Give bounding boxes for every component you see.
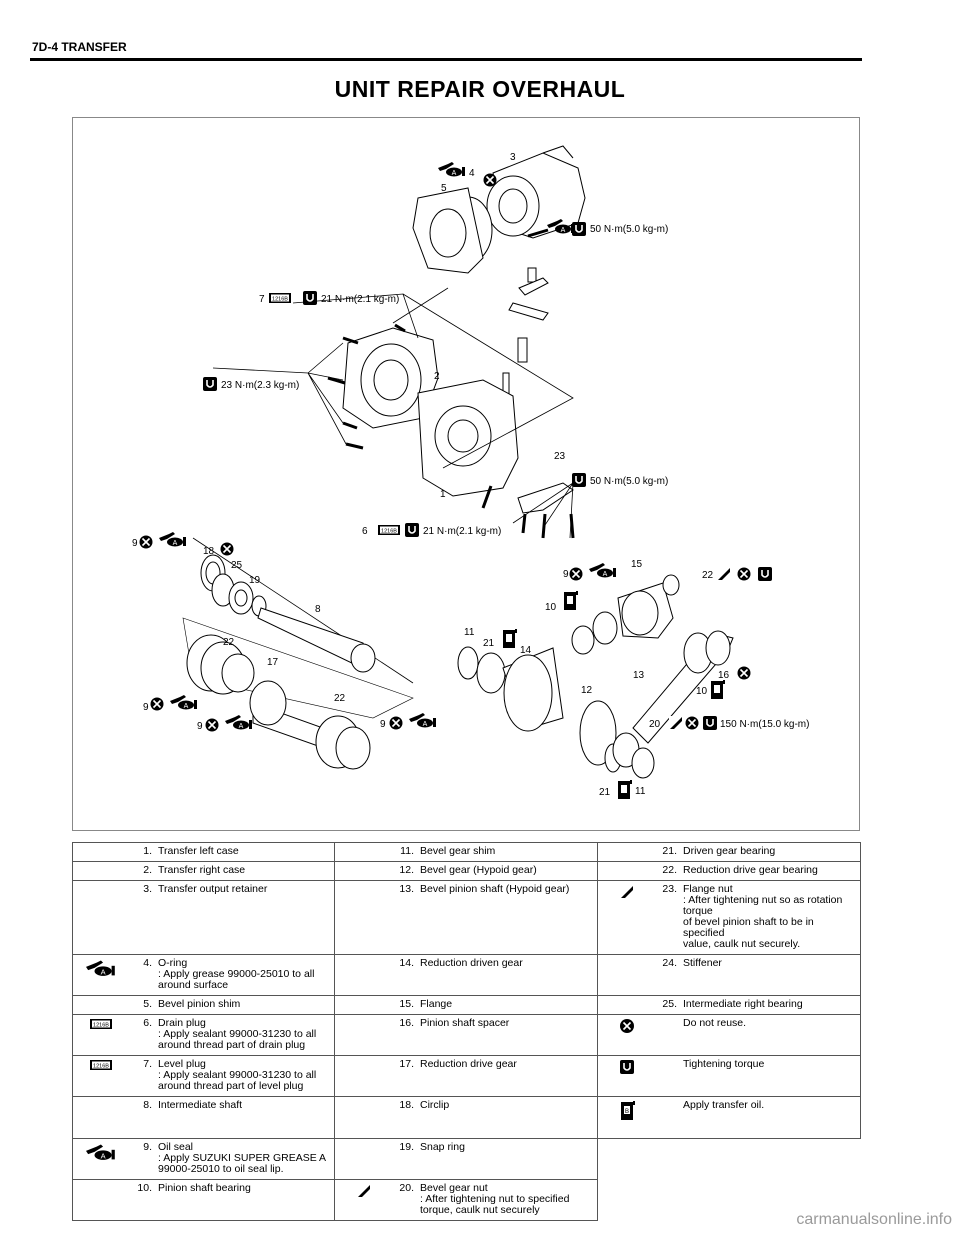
torque-drain-plug: 21 N·m(2.1 kg-m): [423, 526, 501, 537]
callout-10-a: 10: [545, 602, 557, 613]
table-row: 5.Bevel pinion shim 15.Flange 25.Interme…: [72, 995, 861, 1015]
parts-legend-table: 1.Transfer left case 11.Bevel gear shim …: [72, 842, 861, 1221]
sealant-tube-icon: 1216B: [76, 1059, 128, 1071]
svg-text:B: B: [625, 1109, 629, 1115]
callout-10-b: 10: [696, 686, 708, 697]
svg-text:1216B: 1216B: [93, 1064, 109, 1070]
torque-case-bolts: 23 N·m(2.3 kg-m): [221, 380, 299, 391]
callout-15: 15: [631, 559, 643, 570]
sealant-tube-icon: 1216B: [76, 1018, 128, 1030]
callout-1: 1: [440, 489, 446, 500]
callout-7: 7: [259, 294, 265, 305]
page-title: UNIT REPAIR OVERHAUL: [334, 76, 626, 102]
table-row: 2.Transfer right case 12.Bevel gear (Hyp…: [72, 861, 861, 881]
callout-9-d: 9: [380, 719, 386, 730]
callout-25: 25: [231, 560, 243, 571]
callout-22-a: 22: [223, 637, 235, 648]
torque-bevel-gear-nut: 150 N·m(15.0 kg-m): [720, 719, 809, 730]
callout-20: 20: [649, 719, 661, 730]
callout-4: 4: [469, 168, 475, 179]
caulk-icon: [338, 1183, 390, 1199]
svg-text:A: A: [101, 1151, 106, 1160]
callout-12: 12: [581, 685, 593, 696]
caulk-icon: [601, 884, 653, 900]
svg-text:A: A: [101, 967, 106, 976]
torque-wrench-icon: [601, 1059, 653, 1075]
callout-23: 22: [702, 570, 714, 581]
callout-8: 8: [315, 604, 321, 615]
callout-9-c: 9: [197, 721, 203, 732]
callout-11-a: 11: [464, 627, 475, 638]
callout-6: 6: [362, 526, 368, 537]
svg-text:1216B: 1216B: [93, 1023, 109, 1029]
callout-24: 23: [554, 451, 566, 462]
transfer-case-part: [342, 327, 519, 497]
exploded-view-figure: A 1216B: [72, 117, 860, 831]
callout-19: 19: [249, 575, 261, 586]
callout-9-e: 9: [563, 569, 569, 580]
table-row: 3.Transfer output retainer 13.Bevel pini…: [72, 880, 861, 955]
callout-13: 13: [633, 670, 645, 681]
grease-gun-icon: A: [76, 958, 128, 980]
callout-16: 16: [718, 670, 730, 681]
oil-can-icon: B: [601, 1100, 653, 1122]
page-header: 7D-4 TRANSFER: [32, 40, 127, 54]
torque-level-plug: 21 N·m(2.1 kg-m): [321, 294, 399, 305]
callout-21-b: 21: [599, 787, 611, 798]
do-not-reuse-icon: [601, 1018, 653, 1034]
callout-17: 17: [267, 657, 279, 668]
header-rule: [30, 58, 862, 61]
callout-11-b: 11: [635, 786, 646, 797]
callout-9-a: 9: [132, 538, 138, 549]
table-row: 10.Pinion shaft bearing 20.Bevel gear nu…: [72, 1179, 861, 1221]
watermark: carmanualsonline.info: [796, 1211, 952, 1228]
callout-3: 3: [510, 152, 516, 163]
output-retainer-part: [486, 145, 586, 239]
callout-22-b: 22: [334, 693, 346, 704]
callout-5: 5: [441, 183, 447, 194]
torque-stiffener-bolt: 50 N·m(5.0 kg-m): [590, 476, 668, 487]
callout-14: 14: [520, 645, 532, 656]
callout-9-b: 9: [143, 702, 149, 713]
callout-18: 18: [203, 546, 215, 557]
table-row: 1.Transfer left case 11.Bevel gear shim …: [72, 842, 861, 862]
callout-2: 2: [434, 371, 440, 382]
callout-21-a: 21: [483, 638, 495, 649]
grease-gun-icon: A: [76, 1142, 128, 1164]
torque-retainer-bolt: 50 N·m(5.0 kg-m): [590, 224, 668, 235]
